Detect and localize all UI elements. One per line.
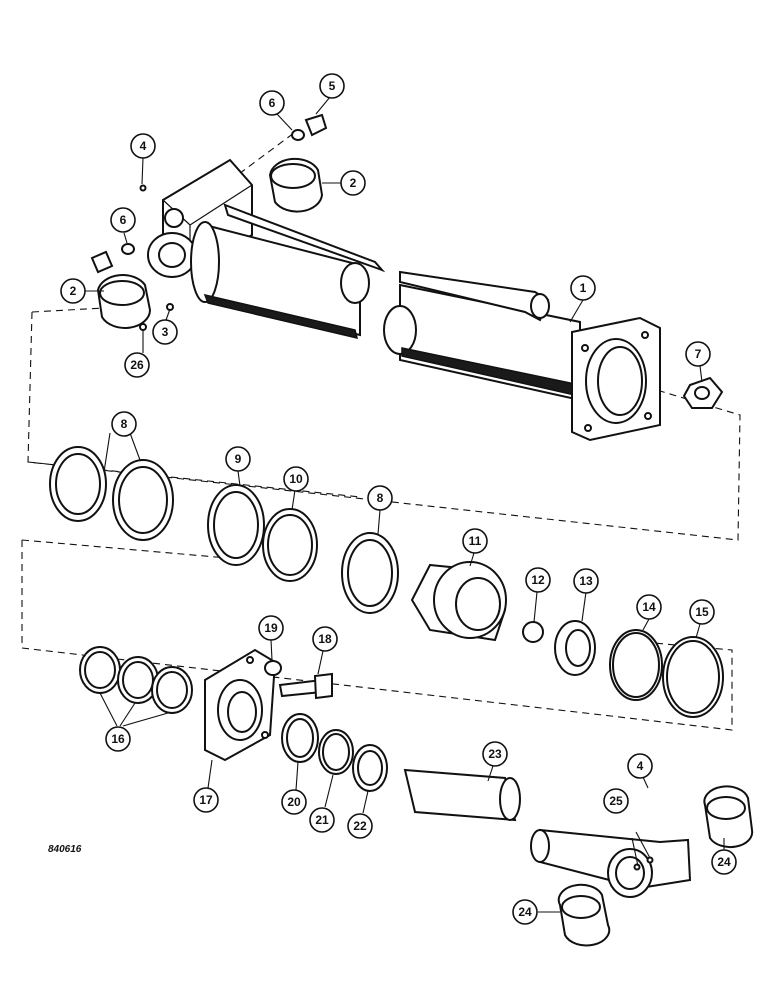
svg-text:23: 23 <box>488 747 502 761</box>
leader-lines <box>84 96 725 913</box>
svg-text:22: 22 <box>353 819 367 833</box>
o-ring-lower <box>121 243 135 255</box>
callout-15: 15 <box>689 599 715 625</box>
callout-2-upper: 2 <box>340 170 366 196</box>
callout-2-lower: 2 <box>60 278 86 304</box>
callout-7: 7 <box>685 341 711 367</box>
callout-19: 19 <box>258 615 284 641</box>
plug-lower <box>90 250 114 274</box>
callout-20: 20 <box>281 789 307 815</box>
svg-text:7: 7 <box>695 347 702 361</box>
svg-text:26: 26 <box>130 358 144 372</box>
svg-text:21: 21 <box>315 813 329 827</box>
svg-text:24: 24 <box>717 855 731 869</box>
svg-text:16: 16 <box>111 732 125 746</box>
svg-text:6: 6 <box>269 96 276 110</box>
svg-text:17: 17 <box>199 793 213 807</box>
drawing-number: 840616 <box>48 844 82 855</box>
callout-16: 16 <box>105 726 131 752</box>
small-fittings <box>90 113 724 409</box>
callout-8-upper: 8 <box>111 411 137 437</box>
callout-17: 17 <box>193 787 219 813</box>
svg-text:8: 8 <box>121 417 128 431</box>
svg-text:4: 4 <box>140 139 147 153</box>
svg-text:2: 2 <box>70 284 77 298</box>
callout-10: 10 <box>283 466 309 492</box>
svg-text:14: 14 <box>642 600 656 614</box>
svg-text:12: 12 <box>531 573 545 587</box>
o-ring-upper <box>291 129 305 141</box>
callout-25: 25 <box>603 788 629 814</box>
svg-text:3: 3 <box>162 325 169 339</box>
plug-upper <box>304 113 328 137</box>
svg-text:1: 1 <box>580 281 587 295</box>
svg-text:13: 13 <box>579 574 593 588</box>
svg-text:2: 2 <box>350 176 357 190</box>
callout-13: 13 <box>573 568 599 594</box>
callout-9: 9 <box>225 446 251 472</box>
callout-1: 1 <box>570 275 596 301</box>
svg-text:4: 4 <box>637 759 644 773</box>
callout-8-lower: 8 <box>367 485 393 511</box>
callout-18: 18 <box>312 626 338 652</box>
callout-24-lower: 24 <box>512 899 538 925</box>
svg-text:6: 6 <box>120 213 127 227</box>
callout-14: 14 <box>636 594 662 620</box>
callout-12: 12 <box>525 567 551 593</box>
svg-text:8: 8 <box>377 491 384 505</box>
callout-3: 3 <box>152 319 178 345</box>
callout-23: 23 <box>482 741 508 767</box>
callout-22: 22 <box>347 813 373 839</box>
callout-4-lower: 4 <box>627 753 653 779</box>
callout-5: 5 <box>319 73 345 99</box>
svg-text:19: 19 <box>264 621 278 635</box>
piston-rod <box>403 768 517 822</box>
callout-11: 11 <box>462 528 488 554</box>
svg-text:20: 20 <box>287 795 301 809</box>
svg-text:24: 24 <box>518 905 532 919</box>
svg-text:5: 5 <box>329 79 336 93</box>
callout-21: 21 <box>309 807 335 833</box>
svg-text:25: 25 <box>609 794 623 808</box>
cylinder-barrel <box>147 158 661 442</box>
svg-text:15: 15 <box>695 605 709 619</box>
callout-6-upper: 6 <box>259 90 285 116</box>
svg-text:10: 10 <box>289 472 303 486</box>
piston-seal-rings <box>49 446 724 718</box>
gland-and-rod <box>79 646 754 947</box>
callout-26: 26 <box>124 352 150 378</box>
svg-text:9: 9 <box>235 452 242 466</box>
svg-text:11: 11 <box>469 534 482 548</box>
callouts: 1 2 2 3 4 4 5 6 6 7 8 8 9 10 11 12 13 14… <box>60 73 737 925</box>
callout-4-upper: 4 <box>130 133 156 159</box>
callout-6-lower: 6 <box>110 207 136 233</box>
svg-text:18: 18 <box>318 632 332 646</box>
callout-24-right: 24 <box>711 849 737 875</box>
